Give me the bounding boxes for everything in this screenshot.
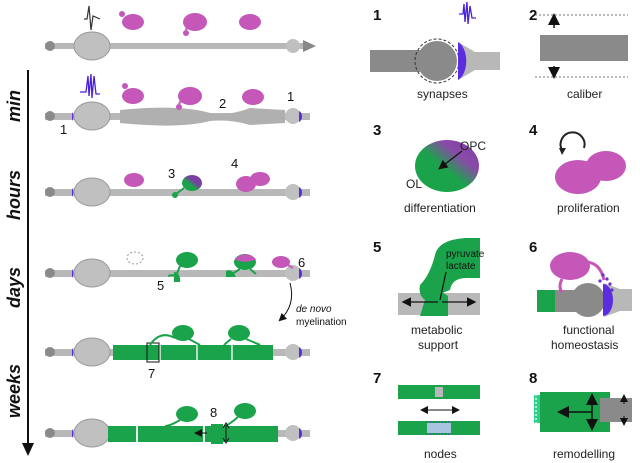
axon-row-baseline [45,5,316,61]
annotation-6: 6 [298,255,305,270]
opc-label: OPC [460,139,486,153]
panel-3-label: differentiation [404,201,476,215]
annotation-3: 3 [168,166,175,181]
de-novo-arrow [278,282,293,322]
annotation-5: 5 [157,278,164,293]
panel-4-number: 4 [529,122,538,139]
panel-7-number: 7 [373,370,381,387]
phase-min: min [4,90,24,122]
time-arrow-head [22,443,34,456]
panel-6-number: 6 [529,239,537,256]
differentiating-cell [182,175,202,191]
panel-8-number: 8 [529,370,537,387]
panel-5-label-1: metabolic [411,323,462,337]
panel-7-label: nodes [424,447,457,461]
panel-5-label-2: support [418,338,459,352]
phase-weeks: weeks [4,364,24,418]
axon-row-days: 5 6 [45,251,310,293]
panel-3-number: 3 [373,122,381,139]
annotation-2: 2 [219,96,226,111]
annotation-7: 7 [148,366,155,381]
annotation-8: 8 [210,405,217,420]
axon-row-weeks-1: 7 [45,325,310,381]
panel-8-label: remodelling [553,447,615,461]
panel-homeostasis: 6 functional homeostasis [529,239,632,352]
panel-6-label-2: homeostasis [551,338,618,352]
phase-hours: hours [4,170,24,220]
panel-2-number: 2 [529,7,537,24]
panel-proliferation: 4 proliferation [529,122,626,215]
annotation-4: 4 [231,156,238,171]
ol-label: OL [406,177,422,191]
annotation-1b: 1 [287,89,294,104]
phase-days: days [4,267,24,308]
panel-1-number: 1 [373,7,381,24]
panel-5-number: 5 [373,239,381,256]
burst-spike-icon [459,1,476,25]
lactate-label: lactate [446,261,476,272]
panel-metabolic: 5 pyruvate lactate metabolic support [373,238,485,352]
axon-row-hours: 3 4 [45,156,310,207]
de-novo-label: de novo [296,304,332,315]
panel-caliber: 2 caliber [529,7,628,101]
panel-differentiation: 3 OPC OL differentiation [373,122,486,215]
axon-row-weeks-2: 8 [45,403,310,448]
panel-remodelling: 8 remodelling [529,370,632,461]
panel-4-label: proliferation [557,201,620,215]
annotation-1a: 1 [60,122,67,137]
pyruvate-label: pyruvate [446,249,485,260]
panel-nodes: 7 nodes [373,370,480,461]
panel-2-label: caliber [567,87,602,101]
myelination-label: myelination [296,317,347,328]
opc-cell [122,14,144,30]
panel-6-label-1: functional [563,323,614,337]
panel-1-label: synapses [417,87,468,101]
panel-synapses: 1 synapses [370,1,500,101]
axon-row-min: 1 2 1 [45,73,310,137]
burst-spike-icon [80,73,100,99]
spike-icon [84,5,101,31]
